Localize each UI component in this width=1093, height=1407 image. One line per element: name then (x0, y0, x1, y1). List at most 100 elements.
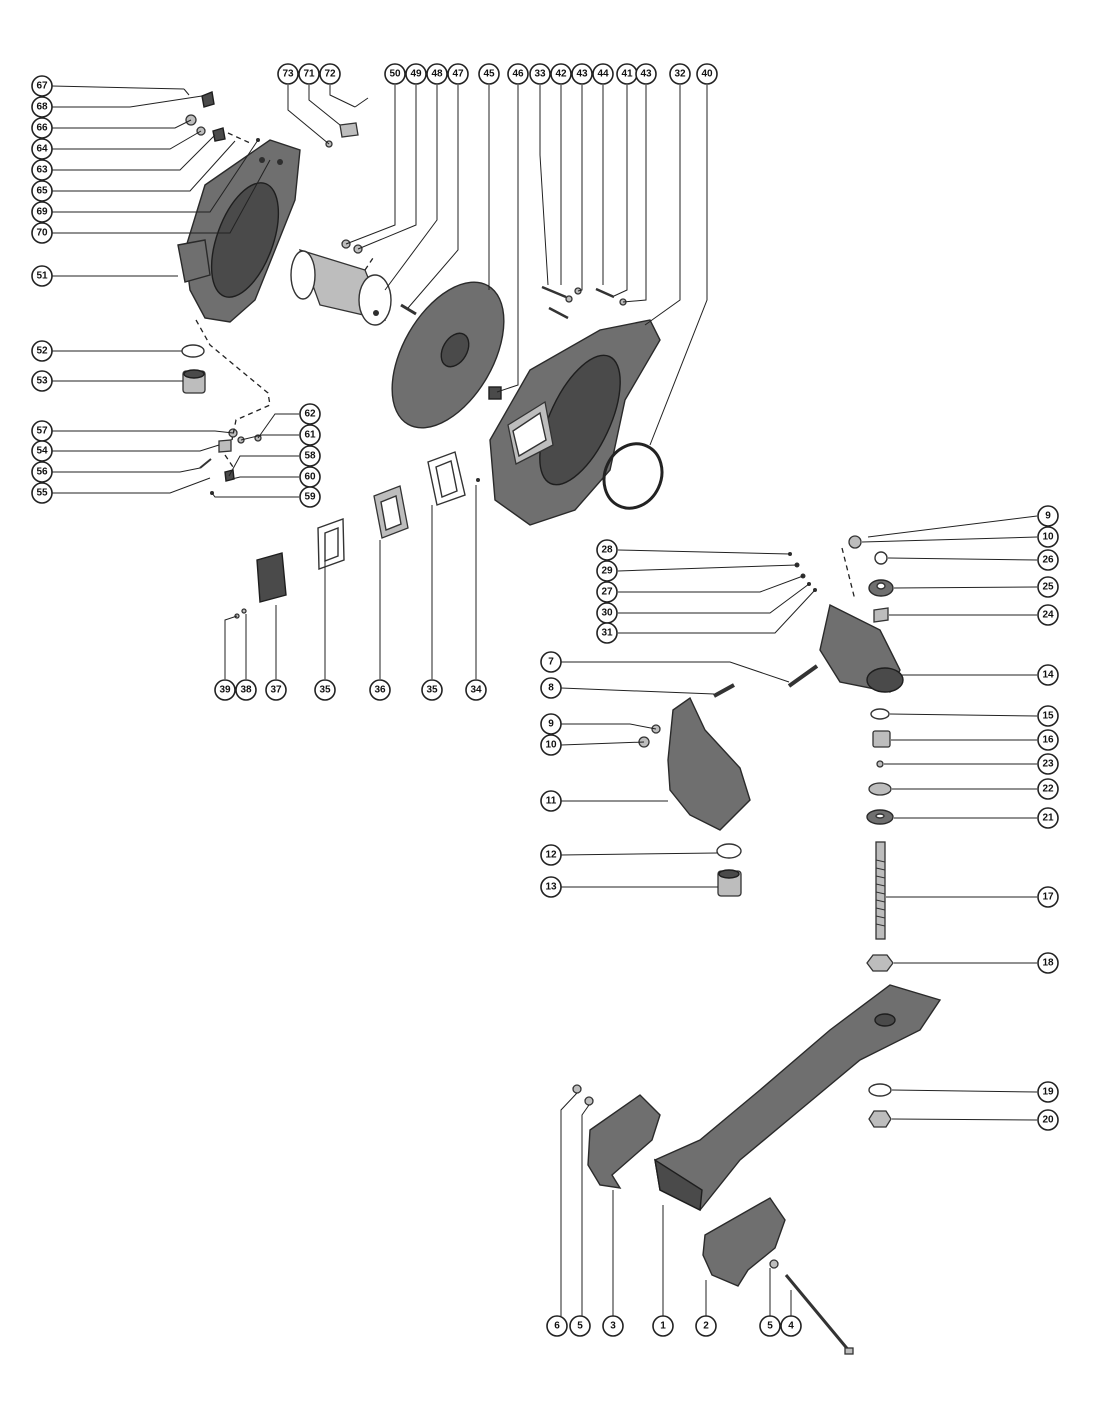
small-parts-63-68 (183, 88, 260, 142)
o-ring-40 (602, 442, 664, 510)
callout-73-label: 73 (282, 69, 294, 80)
callout-58: 58 (299, 445, 321, 467)
callout-51: 51 (31, 265, 53, 287)
callout-16: 16 (1037, 729, 1059, 751)
callout-22: 22 (1037, 778, 1059, 800)
callout-5-b-label: 5 (767, 1321, 773, 1332)
pin-47 (400, 303, 417, 316)
bolt-4 (784, 1274, 854, 1355)
callout-44: 44 (592, 63, 614, 85)
callout-1: 1 (652, 1315, 674, 1337)
callout-15: 15 (1037, 705, 1059, 727)
callout-50: 50 (384, 63, 406, 85)
callout-25: 25 (1037, 576, 1059, 598)
gaskets-35-36-37 (234, 451, 480, 619)
callout-52: 52 (31, 340, 53, 362)
callout-58-label: 58 (304, 451, 316, 462)
callout-35-a-label: 35 (319, 685, 331, 696)
mount-3 (572, 1084, 661, 1189)
callout-11: 11 (540, 790, 562, 812)
callout-48: 48 (426, 63, 448, 85)
rear-housing-51 (177, 139, 301, 323)
callout-67: 67 (31, 75, 53, 97)
callout-66: 66 (31, 117, 53, 139)
callout-9-a: 9 (1037, 505, 1059, 527)
callout-23: 23 (1037, 753, 1059, 775)
callout-8-label: 8 (548, 683, 554, 694)
callout-72: 72 (319, 63, 341, 85)
callout-37-label: 37 (270, 685, 282, 696)
callout-68: 68 (31, 96, 53, 118)
callout-49-label: 49 (410, 69, 422, 80)
callout-46: 46 (507, 63, 529, 85)
callout-7: 7 (540, 651, 562, 673)
callout-64-label: 64 (36, 144, 48, 155)
callout-45: 45 (478, 63, 500, 85)
callout-39: 39 (214, 679, 236, 701)
dashed-assembly-lines (195, 132, 376, 471)
callout-33-label: 33 (534, 69, 546, 80)
spring-46 (488, 386, 502, 400)
callout-34-label: 34 (470, 685, 482, 696)
callout-22-label: 22 (1042, 784, 1054, 795)
callout-69: 69 (31, 201, 53, 223)
callout-43-b-label: 43 (640, 69, 652, 80)
callout-70-label: 70 (36, 228, 48, 239)
small-parts-24-31 (788, 535, 894, 623)
callout-53-label: 53 (36, 376, 48, 387)
callout-9-b: 9 (540, 713, 562, 735)
small-parts-49-50-71-73 (325, 97, 369, 254)
seal-52-bushing-53 (181, 344, 206, 394)
callout-62: 62 (299, 403, 321, 425)
callout-40: 40 (696, 63, 718, 85)
callout-54-label: 54 (36, 446, 48, 457)
callout-17-label: 17 (1042, 892, 1054, 903)
callout-8: 8 (540, 677, 562, 699)
callout-25-label: 25 (1042, 582, 1054, 593)
callout-30-label: 30 (601, 608, 613, 619)
callout-14-label: 14 (1042, 670, 1054, 681)
front-housing-32 (489, 319, 661, 526)
callout-31-label: 31 (601, 628, 613, 639)
cylinder-48 (290, 248, 392, 326)
callout-68-label: 68 (36, 102, 48, 113)
crossmember-1 (654, 984, 942, 1212)
callout-49: 49 (405, 63, 427, 85)
callout-60: 60 (299, 466, 321, 488)
callout-13: 13 (540, 876, 562, 898)
plate-45 (391, 281, 505, 429)
callout-10-a-label: 10 (1042, 532, 1054, 543)
callout-39-label: 39 (219, 685, 231, 696)
callout-57: 57 (31, 420, 53, 442)
callout-5-a: 5 (569, 1315, 591, 1337)
callout-18: 18 (1037, 952, 1059, 974)
small-parts-33-44 (541, 285, 627, 320)
mount-2 (702, 1197, 786, 1287)
callout-19-label: 19 (1042, 1087, 1054, 1098)
callout-36-label: 36 (374, 685, 386, 696)
stud-17 (875, 841, 886, 940)
callout-44-label: 44 (597, 69, 609, 80)
callout-46-label: 46 (512, 69, 524, 80)
callout-10-b: 10 (540, 734, 562, 756)
callout-18-label: 18 (1042, 958, 1054, 969)
callout-19: 19 (1037, 1081, 1059, 1103)
callout-43-a-label: 43 (576, 69, 588, 80)
callout-40-label: 40 (701, 69, 713, 80)
callout-20-label: 20 (1042, 1115, 1054, 1126)
callout-23-label: 23 (1042, 759, 1054, 770)
callout-55-label: 55 (36, 488, 48, 499)
callout-54: 54 (31, 440, 53, 462)
callout-41: 41 (616, 63, 638, 85)
callout-9-b-label: 9 (548, 719, 554, 730)
callout-7-label: 7 (548, 657, 554, 668)
callout-10-b-label: 10 (545, 740, 557, 751)
callout-6: 6 (546, 1315, 568, 1337)
callout-21-label: 21 (1042, 813, 1054, 824)
callout-14: 14 (1037, 664, 1059, 686)
callout-43-a: 43 (571, 63, 593, 85)
callout-59-label: 59 (304, 492, 316, 503)
callout-31: 31 (596, 622, 618, 644)
callout-6-label: 6 (554, 1321, 560, 1332)
